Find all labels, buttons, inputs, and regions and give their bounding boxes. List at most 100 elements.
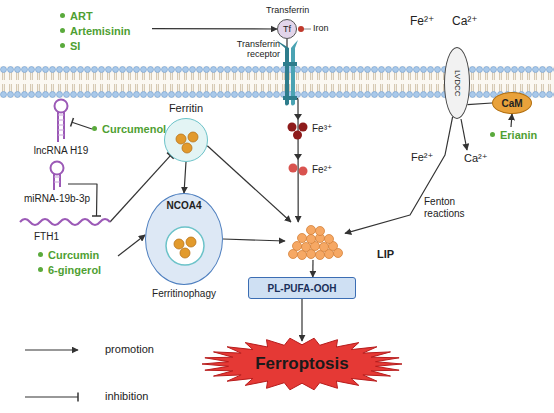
iron-cores bbox=[165, 119, 209, 163]
rna-hairpin: lncRNA H19 bbox=[50, 98, 72, 142]
annotation-label: Fe²⁺ bbox=[410, 14, 434, 28]
outcome-burst: Ferroptosis bbox=[202, 338, 402, 390]
fe2-ions bbox=[289, 164, 308, 176]
drug-name: 6-gingerol bbox=[48, 264, 101, 276]
node-label: PL-PUFA-OOH bbox=[268, 283, 337, 294]
drug-list: Erianin bbox=[490, 127, 550, 143]
annotation-label: Iron bbox=[313, 23, 329, 33]
rna-hairpin: miRNA-19b-3p bbox=[46, 160, 68, 190]
hairpin-shape bbox=[46, 160, 68, 190]
iron-pile-part bbox=[325, 235, 334, 244]
annotation-label: Transferrin bbox=[266, 5, 309, 15]
drug-name: Curcumin bbox=[48, 249, 99, 261]
bullet-dot bbox=[490, 132, 495, 137]
iron-pile-part bbox=[298, 234, 307, 243]
hairpin-shape-part bbox=[58, 115, 64, 116]
annotation-label: Fe²⁺ bbox=[312, 164, 332, 175]
promotion-connector bbox=[301, 299, 302, 341]
cell-membrane bbox=[0, 66, 554, 98]
legend-text: inhibition bbox=[105, 390, 148, 402]
annotation-label: Ca²⁺ bbox=[464, 152, 488, 165]
fe2-ions-part bbox=[289, 164, 298, 173]
promotion-connector bbox=[467, 103, 492, 105]
ferritin-in-vesicle-part bbox=[186, 237, 196, 247]
drug-name: ART bbox=[70, 10, 93, 22]
iron-pile-part bbox=[320, 243, 329, 252]
outcome-label: Ferroptosis bbox=[255, 354, 349, 374]
drug-name: Curcumenol bbox=[102, 123, 166, 135]
gene-label: FTH1 bbox=[34, 231, 59, 242]
transferrin-receptor-part bbox=[291, 40, 298, 106]
annotation-label: Fe³⁺ bbox=[312, 123, 332, 134]
annotation-label: Fe²⁺ bbox=[411, 151, 433, 164]
node-label: NCOA4 bbox=[166, 200, 201, 211]
promotion-connector bbox=[207, 146, 291, 222]
promotion-connector bbox=[312, 260, 313, 277]
transferrin-circle: Tf bbox=[277, 19, 297, 39]
process-label: Ferritinophagy bbox=[152, 288, 216, 299]
hairpin-shape-part bbox=[58, 120, 64, 121]
bullet-dot bbox=[60, 28, 65, 33]
edge-label: Fenton reactions bbox=[424, 196, 480, 219]
arrow-head bbox=[294, 154, 302, 160]
node-label: Tf bbox=[283, 24, 291, 34]
transferrin-receptor-part bbox=[283, 62, 297, 66]
drug-list: ART ArtemisininSI bbox=[60, 8, 152, 54]
iron-atom bbox=[298, 26, 311, 32]
fe3-ions bbox=[288, 123, 308, 140]
burst-shape-part bbox=[202, 338, 402, 390]
drug-list: Curcumin 6-gingerol bbox=[38, 247, 118, 277]
iron-pile-part bbox=[316, 227, 325, 236]
legend-promotion-sample bbox=[25, 349, 78, 350]
channel-label: LVDCC bbox=[453, 70, 462, 97]
drug-item: Curcumin bbox=[38, 247, 118, 262]
fe3-ions-part bbox=[293, 131, 302, 140]
iron-pile-part bbox=[293, 242, 302, 251]
iron-pile-part bbox=[302, 243, 311, 252]
hairpin-shape-part bbox=[58, 135, 64, 136]
bullet-dot bbox=[38, 267, 43, 272]
legend-inhibition-sample bbox=[25, 396, 78, 397]
drug-name: Artemisinin bbox=[70, 25, 131, 37]
ferritin-in-vesicle-part bbox=[166, 227, 204, 265]
transferrin-receptor-part bbox=[283, 96, 297, 100]
bullet-dot bbox=[92, 126, 97, 131]
rna-label: miRNA-19b-3p bbox=[24, 193, 90, 204]
bullet-dot bbox=[60, 43, 65, 48]
drug-name: Erianin bbox=[500, 129, 537, 141]
ferritin-in-vesicle-part bbox=[174, 239, 184, 249]
hairpin-shape-part bbox=[59, 173, 61, 187]
drug-item: Artemisinin bbox=[60, 23, 152, 38]
iron-atom-part bbox=[298, 26, 304, 32]
node-label: LIP bbox=[377, 248, 394, 260]
rna-label: lncRNA H19 bbox=[34, 145, 88, 156]
drug-item: SI bbox=[60, 38, 152, 53]
cell-membrane-part bbox=[0, 66, 554, 98]
iron-pile-part bbox=[289, 250, 298, 259]
promotion-connector bbox=[152, 28, 277, 29]
labile-iron-pool: LIP bbox=[285, 222, 345, 260]
iron-cores-part bbox=[176, 134, 186, 144]
drug-name: SI bbox=[70, 40, 80, 52]
iron-pile-part bbox=[316, 251, 325, 260]
cell-membrane-part bbox=[0, 66, 554, 98]
arrow-head bbox=[294, 114, 302, 120]
drug-item: ART bbox=[60, 8, 152, 23]
drug-item: Erianin bbox=[490, 127, 550, 142]
iron-pile bbox=[285, 222, 345, 260]
calcium-channel: LVDCC bbox=[444, 47, 470, 119]
promotion-connector bbox=[511, 114, 512, 127]
hairpin-shape bbox=[50, 98, 72, 142]
hairpin-shape-part bbox=[57, 111, 59, 142]
iron-cores-part bbox=[188, 132, 198, 142]
node-label: Ferritin bbox=[169, 102, 203, 114]
mrna-strand: FTH1 bbox=[20, 216, 110, 228]
fe3-ions-part bbox=[299, 123, 308, 132]
node-label: CaM bbox=[501, 98, 522, 109]
fe2-ions-part bbox=[299, 167, 308, 176]
mrna-wave-part bbox=[20, 219, 110, 225]
bullet-dot bbox=[38, 252, 43, 257]
